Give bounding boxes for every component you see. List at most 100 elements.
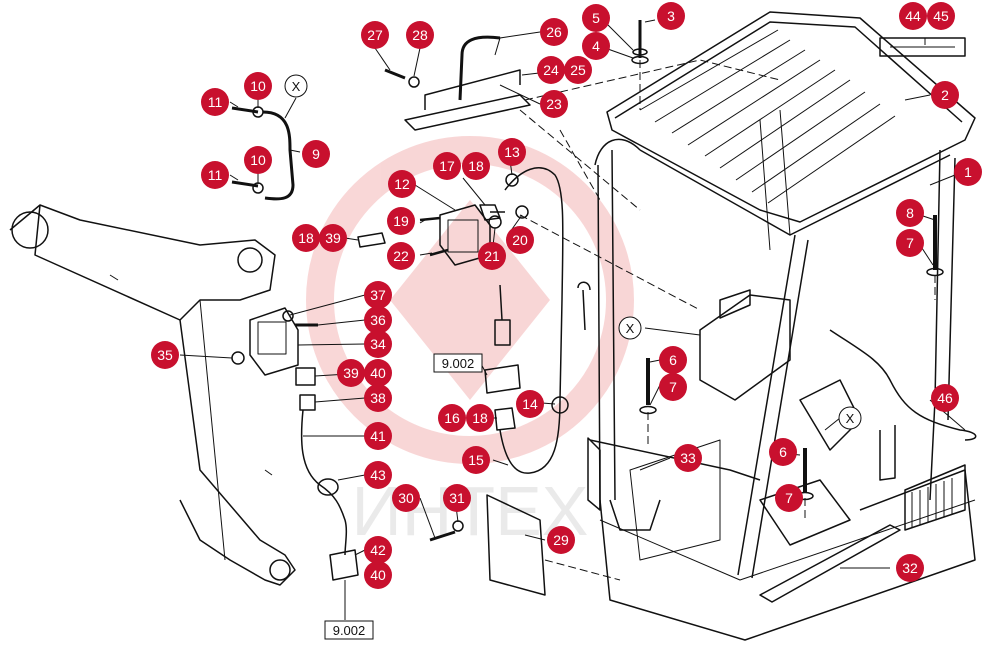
callout-14[interactable]: 14 [516,390,544,418]
connector-16 [494,407,516,431]
frame-rear-post [929,149,956,501]
x-marker: X [284,74,308,98]
callout-19[interactable]: 19 [387,207,415,235]
frame-front-arch [594,138,641,166]
callout-21[interactable]: 21 [478,242,506,270]
callout-30[interactable]: 30 [392,484,420,512]
callout-5[interactable]: 5 [582,4,610,32]
callout-11[interactable]: 11 [201,88,229,116]
cab-base [599,469,976,641]
callout-32[interactable]: 32 [896,554,924,582]
grommet-14 [551,396,569,414]
callout-38[interactable]: 38 [364,384,392,412]
callout-18[interactable]: 18 [462,152,490,180]
cross-ref-box[interactable]: 9.002 [433,353,483,373]
callout-2[interactable]: 2 [931,81,959,109]
cover-29 [486,494,546,596]
callout-22[interactable]: 22 [387,242,415,270]
callout-bubble [931,384,959,412]
callout-label: 12 [394,176,410,192]
watermark-logo-shape [390,200,550,400]
callout-label: 36 [370,312,386,328]
callout-36[interactable]: 36 [364,306,392,334]
leader-23 [499,84,541,105]
callout-9[interactable]: 9 [302,140,330,168]
callout-bubble [540,18,568,46]
callout-3[interactable]: 3 [657,2,685,30]
callout-28[interactable]: 28 [406,21,434,49]
rear-vent-slots [911,478,953,528]
callout-4[interactable]: 4 [582,32,610,60]
bracket-23 [424,69,521,110]
connector-39 [295,367,316,386]
callout-bubble [364,461,392,489]
callout-42[interactable]: 42 [364,536,392,564]
callout-39[interactable]: 39 [319,224,347,252]
leader-38 [314,397,366,403]
callout-46[interactable]: 46 [931,384,959,412]
callout-bubble [364,536,392,564]
callout-45[interactable]: 45 [927,2,955,30]
leader-15 [492,459,509,466]
callout-18[interactable]: 18 [466,404,494,432]
callout-bubble [364,330,392,358]
cross-ref-frame [324,620,374,640]
callout-16[interactable]: 16 [438,404,466,432]
callout-15[interactable]: 15 [462,446,490,474]
callout-40[interactable]: 40 [364,359,392,387]
callout-6[interactable]: 6 [769,438,797,466]
callout-26[interactable]: 26 [540,18,568,46]
callout-13[interactable]: 13 [498,138,526,166]
cross-ref-label: 9.002 [442,356,475,371]
callout-37[interactable]: 37 [364,281,392,309]
boom-pin [237,247,263,273]
callout-bubble [462,446,490,474]
callout-39[interactable]: 39 [337,359,365,387]
callout-25[interactable]: 25 [564,56,592,84]
frame-inner [759,109,791,251]
callout-bubble [244,146,272,174]
callout-41[interactable]: 41 [364,422,392,450]
callout-40[interactable]: 40 [364,561,392,589]
callout-33[interactable]: 33 [674,444,702,472]
callout-11[interactable]: 11 [201,161,229,189]
callout-23[interactable]: 23 [540,90,568,118]
callout-bubble [244,72,272,100]
callout-34[interactable]: 34 [364,330,392,358]
callout-35[interactable]: 35 [151,341,179,369]
callout-29[interactable]: 29 [547,526,575,554]
callout-10[interactable]: 10 [244,72,272,100]
callout-18[interactable]: 18 [292,224,320,252]
callout-label: 18 [472,410,488,426]
callout-bubble [896,199,924,227]
callout-7[interactable]: 7 [659,373,687,401]
callout-12[interactable]: 12 [388,170,416,198]
callout-6[interactable]: 6 [659,346,687,374]
callout-bubble [931,81,959,109]
callout-1[interactable]: 1 [954,158,982,186]
callout-27[interactable]: 27 [361,21,389,49]
callout-bubble [364,384,392,412]
leader-37 [289,294,366,316]
leader-17 [462,177,486,206]
leader-5 [604,21,634,51]
callout-44[interactable]: 44 [899,2,927,30]
callout-7[interactable]: 7 [896,229,924,257]
callout-bubble [775,484,803,512]
handrail-front [577,281,591,331]
callout-label: 29 [553,532,569,548]
leader-x3 [824,417,841,431]
x-markers: X X X [284,74,862,430]
callout-43[interactable]: 43 [364,461,392,489]
callout-7[interactable]: 7 [775,484,803,512]
callout-17[interactable]: 17 [433,152,461,180]
callout-label: 6 [779,444,787,460]
callout-10[interactable]: 10 [244,146,272,174]
callout-20[interactable]: 20 [506,226,534,254]
callout-24[interactable]: 24 [537,56,565,84]
callout-31[interactable]: 31 [443,484,471,512]
callout-8[interactable]: 8 [896,199,924,227]
cross-ref-box[interactable]: 9.002 [324,620,374,640]
